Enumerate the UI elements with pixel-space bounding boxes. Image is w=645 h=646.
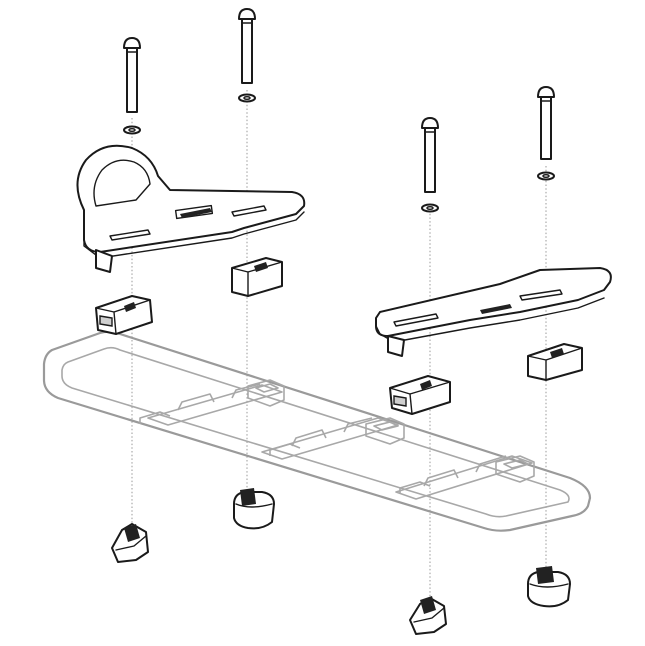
nut-icon [409, 596, 447, 635]
nut-icon [527, 566, 571, 608]
clamp-nut-1 [111, 523, 149, 563]
bolt-3 [421, 117, 439, 193]
bolt-4 [537, 86, 555, 160]
clamp-nut-4 [527, 566, 571, 608]
washer-icon [537, 171, 555, 181]
clamp-nut-2 [233, 488, 275, 530]
washer-icon [421, 203, 439, 213]
washer-icon [238, 93, 256, 103]
bolt-icon [537, 86, 555, 160]
bolt-icon [123, 37, 141, 113]
clamp-block-icon [231, 257, 283, 297]
clamp-block-4 [527, 343, 583, 381]
washer-3 [421, 203, 439, 213]
clamp-block-icon [527, 343, 583, 381]
washer-4 [537, 171, 555, 181]
bracket-icon [375, 267, 612, 357]
bolt-icon [238, 8, 256, 84]
mounting-bracket-left [76, 144, 306, 273]
clamp-block-2 [231, 257, 283, 297]
clamp-nut-3 [409, 596, 447, 635]
clamp-block-3 [389, 375, 451, 415]
washer-2 [238, 93, 256, 103]
bracket-icon [76, 144, 306, 273]
assembly-axes [131, 90, 547, 612]
clamp-block-1 [95, 295, 153, 335]
clamp-block-icon [95, 295, 153, 335]
washer-1 [123, 125, 141, 135]
bolt-icon [421, 117, 439, 193]
clamp-block-icon [389, 375, 451, 415]
washer-icon [123, 125, 141, 135]
bolt-2 [238, 8, 256, 84]
rack-frame-icon [42, 330, 592, 532]
bolt-1 [123, 37, 141, 113]
mounting-bracket-right [375, 267, 612, 357]
nut-icon [111, 523, 149, 563]
nut-icon [233, 488, 275, 530]
